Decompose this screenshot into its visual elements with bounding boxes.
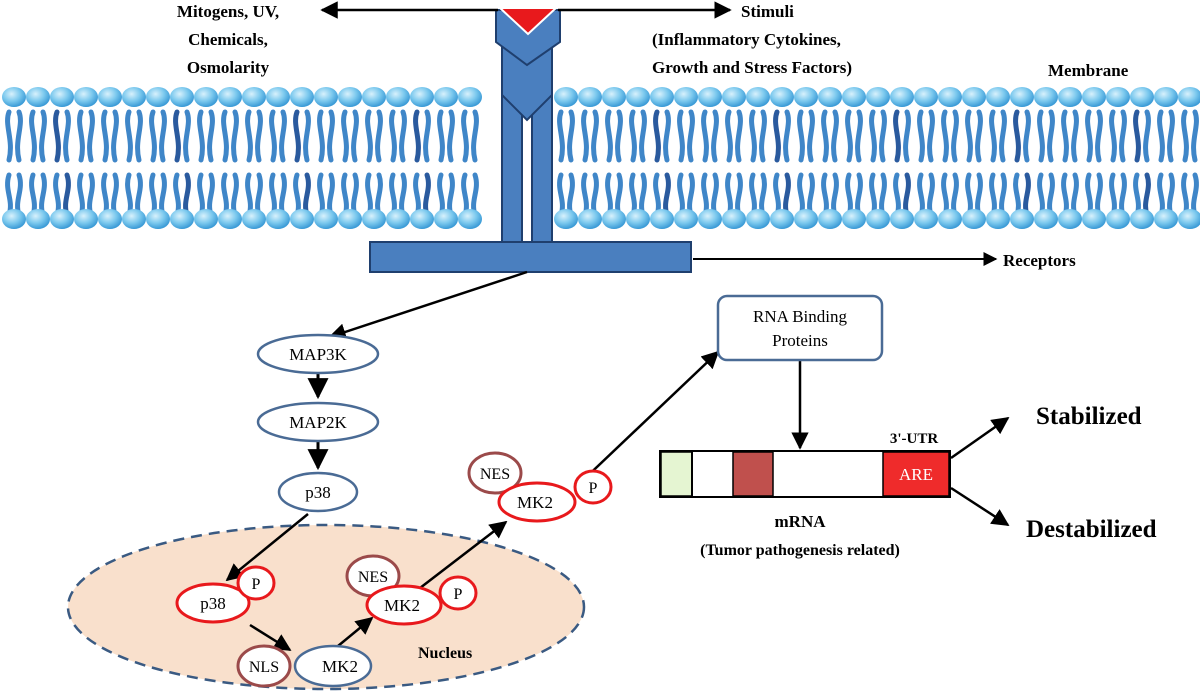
nucleus (66, 523, 586, 691)
arrow-mk2p-export (419, 520, 508, 589)
mk2-cytoplasm-phosphate (573, 469, 613, 505)
arrow-stabilized (950, 416, 1010, 460)
map2k-node (256, 401, 380, 443)
mrna-label: mRNA (775, 512, 827, 531)
utr-label: 3'-UTR (890, 431, 939, 447)
p38-phospho-label: p38 (200, 594, 226, 613)
nes-nucleus-label: NES (358, 569, 388, 586)
left-stimuli-line3: Osmolarity (187, 58, 270, 77)
destabilized-label: Destabilized (1026, 516, 1157, 543)
mrna-sublabel: (Tumor pathogenesis related) (700, 542, 900, 559)
p38-phosphate (236, 565, 276, 601)
stabilized-label: Stabilized (1036, 403, 1142, 430)
p38-phospho-node (175, 582, 251, 624)
p38-phosphate-label: P (252, 576, 261, 593)
membrane-label: Membrane (1048, 61, 1129, 80)
mk2-cytoplasm-phosphate-label: P (589, 480, 598, 497)
mrna-strand (659, 450, 951, 498)
arrow-mk2-rbp (577, 350, 720, 486)
arrow-destabilized (950, 486, 1010, 527)
right-stimuli-line1: Stimuli (741, 2, 794, 21)
receptor-base (369, 241, 692, 273)
mk2-nucleus-node (293, 644, 373, 688)
are-segment (882, 451, 950, 497)
nls-node (236, 644, 292, 688)
left-stimuli-line1: Mitogens, UV, (177, 2, 279, 21)
rbp-line1: RNA Binding (753, 307, 847, 326)
right-stimuli-line3: Growth and Stress Factors) (652, 58, 852, 77)
ligand-triangle (497, 7, 559, 36)
nes-cytoplasm-node (467, 451, 523, 495)
mk2-phospho-cytoplasm-node (497, 481, 577, 523)
mk2-nucleus-phosphate-label: P (454, 586, 463, 603)
map2k-label: MAP2K (289, 413, 347, 432)
map3k-node (256, 333, 380, 375)
are-label: ARE (899, 465, 933, 484)
mk2-phospho-nucleus-label: MK2 (384, 596, 420, 615)
mk2-phospho-cytoplasm-label: MK2 (517, 493, 553, 512)
cell-membrane (2, 87, 1200, 229)
left-stimuli-line2: Chemicals, (188, 30, 268, 49)
arrow-p38-nucleus (225, 513, 309, 582)
p38-label: p38 (305, 483, 331, 502)
mk2-phospho-nucleus-node (365, 584, 443, 626)
nucleus-label: Nucleus (418, 645, 472, 662)
map3k-label: MAP3K (289, 345, 347, 364)
arrow-mk2-mk2p (337, 616, 374, 647)
receptor (369, 9, 692, 273)
p38-node (277, 471, 359, 513)
nes-cytoplasm-label: NES (480, 466, 510, 483)
right-stimuli-line2: (Inflammatory Cytokines, (652, 30, 841, 49)
mrna-coding-segment (732, 451, 774, 497)
mk2-nucleus-label: MK2 (322, 657, 358, 676)
rbp-line2: Proteins (772, 331, 828, 350)
arrow-receptor-map3k (328, 270, 528, 341)
receptors-label: Receptors (1003, 251, 1076, 270)
rna-binding-proteins-box (716, 294, 884, 362)
mk2-nucleus-phosphate (438, 575, 478, 611)
arrow-p38p-mk2 (249, 623, 292, 652)
mrna-5utr-segment (660, 451, 693, 497)
nls-label: NLS (249, 659, 279, 676)
